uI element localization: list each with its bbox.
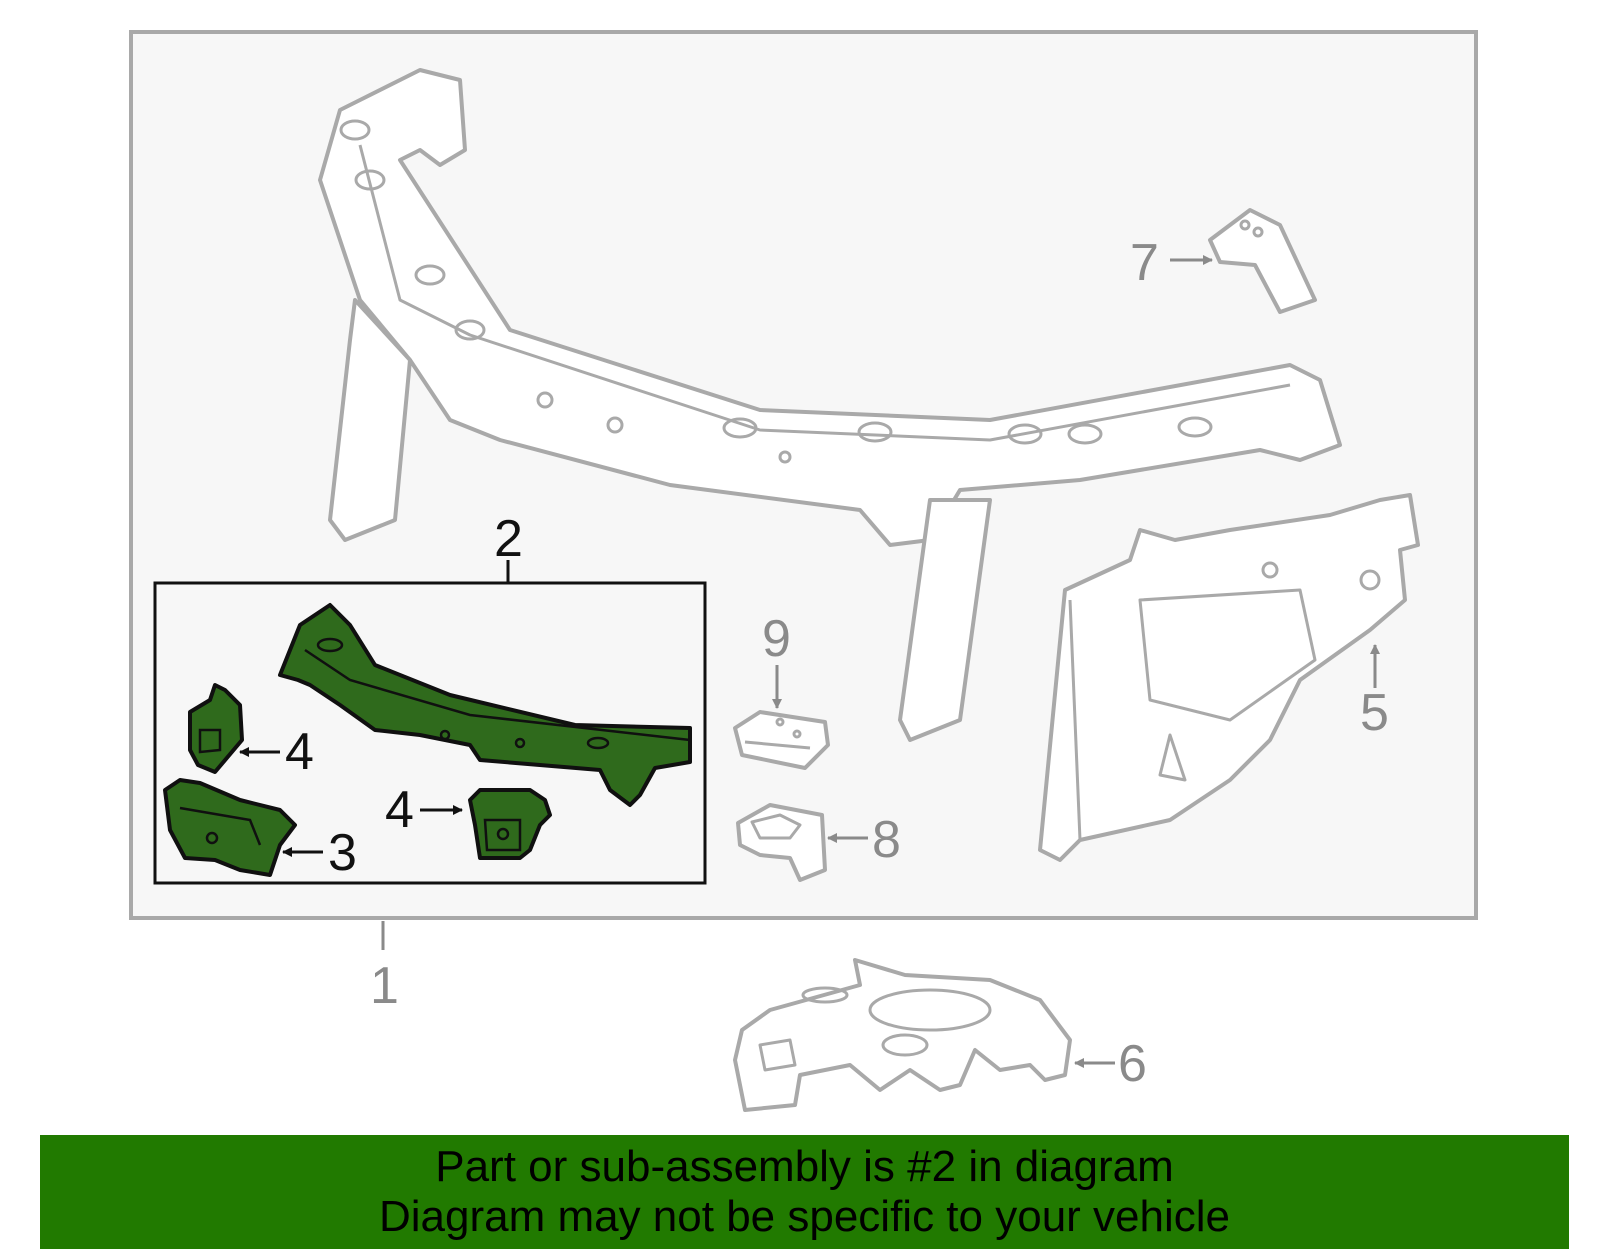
pad-part-8 xyxy=(736,803,827,882)
callout-1: 1 xyxy=(370,957,399,1015)
callout-2: 2 xyxy=(494,510,523,568)
pad-part-9 xyxy=(733,710,830,770)
lower-tie-bar-part-2 xyxy=(278,603,692,807)
mount-part-4-center xyxy=(468,788,552,860)
callout-3: 3 xyxy=(328,824,357,882)
callout-7: 7 xyxy=(1130,234,1159,292)
info-banner: Part or sub-assembly is #2 in diagram Di… xyxy=(40,1135,1569,1249)
callout-6: 6 xyxy=(1118,1035,1147,1093)
upper-tie-bar-part xyxy=(318,68,1342,742)
lower-bracket-part-6 xyxy=(733,958,1072,1112)
callout-8: 8 xyxy=(872,811,901,869)
banner-line-disclaimer: Diagram may not be specific to your vehi… xyxy=(378,1192,1231,1241)
callout-4-center: 4 xyxy=(385,781,414,839)
banner-line-part-number: Part or sub-assembly is #2 in diagram xyxy=(435,1142,1174,1191)
callout-9: 9 xyxy=(762,610,791,668)
callout-5: 5 xyxy=(1360,684,1389,742)
bracket-part-7 xyxy=(1208,208,1317,314)
side-panel-part-5 xyxy=(1038,493,1420,862)
bracket-part-3 xyxy=(163,778,297,877)
callout-4-left: 4 xyxy=(285,723,314,781)
mount-part-4-left xyxy=(188,683,244,774)
